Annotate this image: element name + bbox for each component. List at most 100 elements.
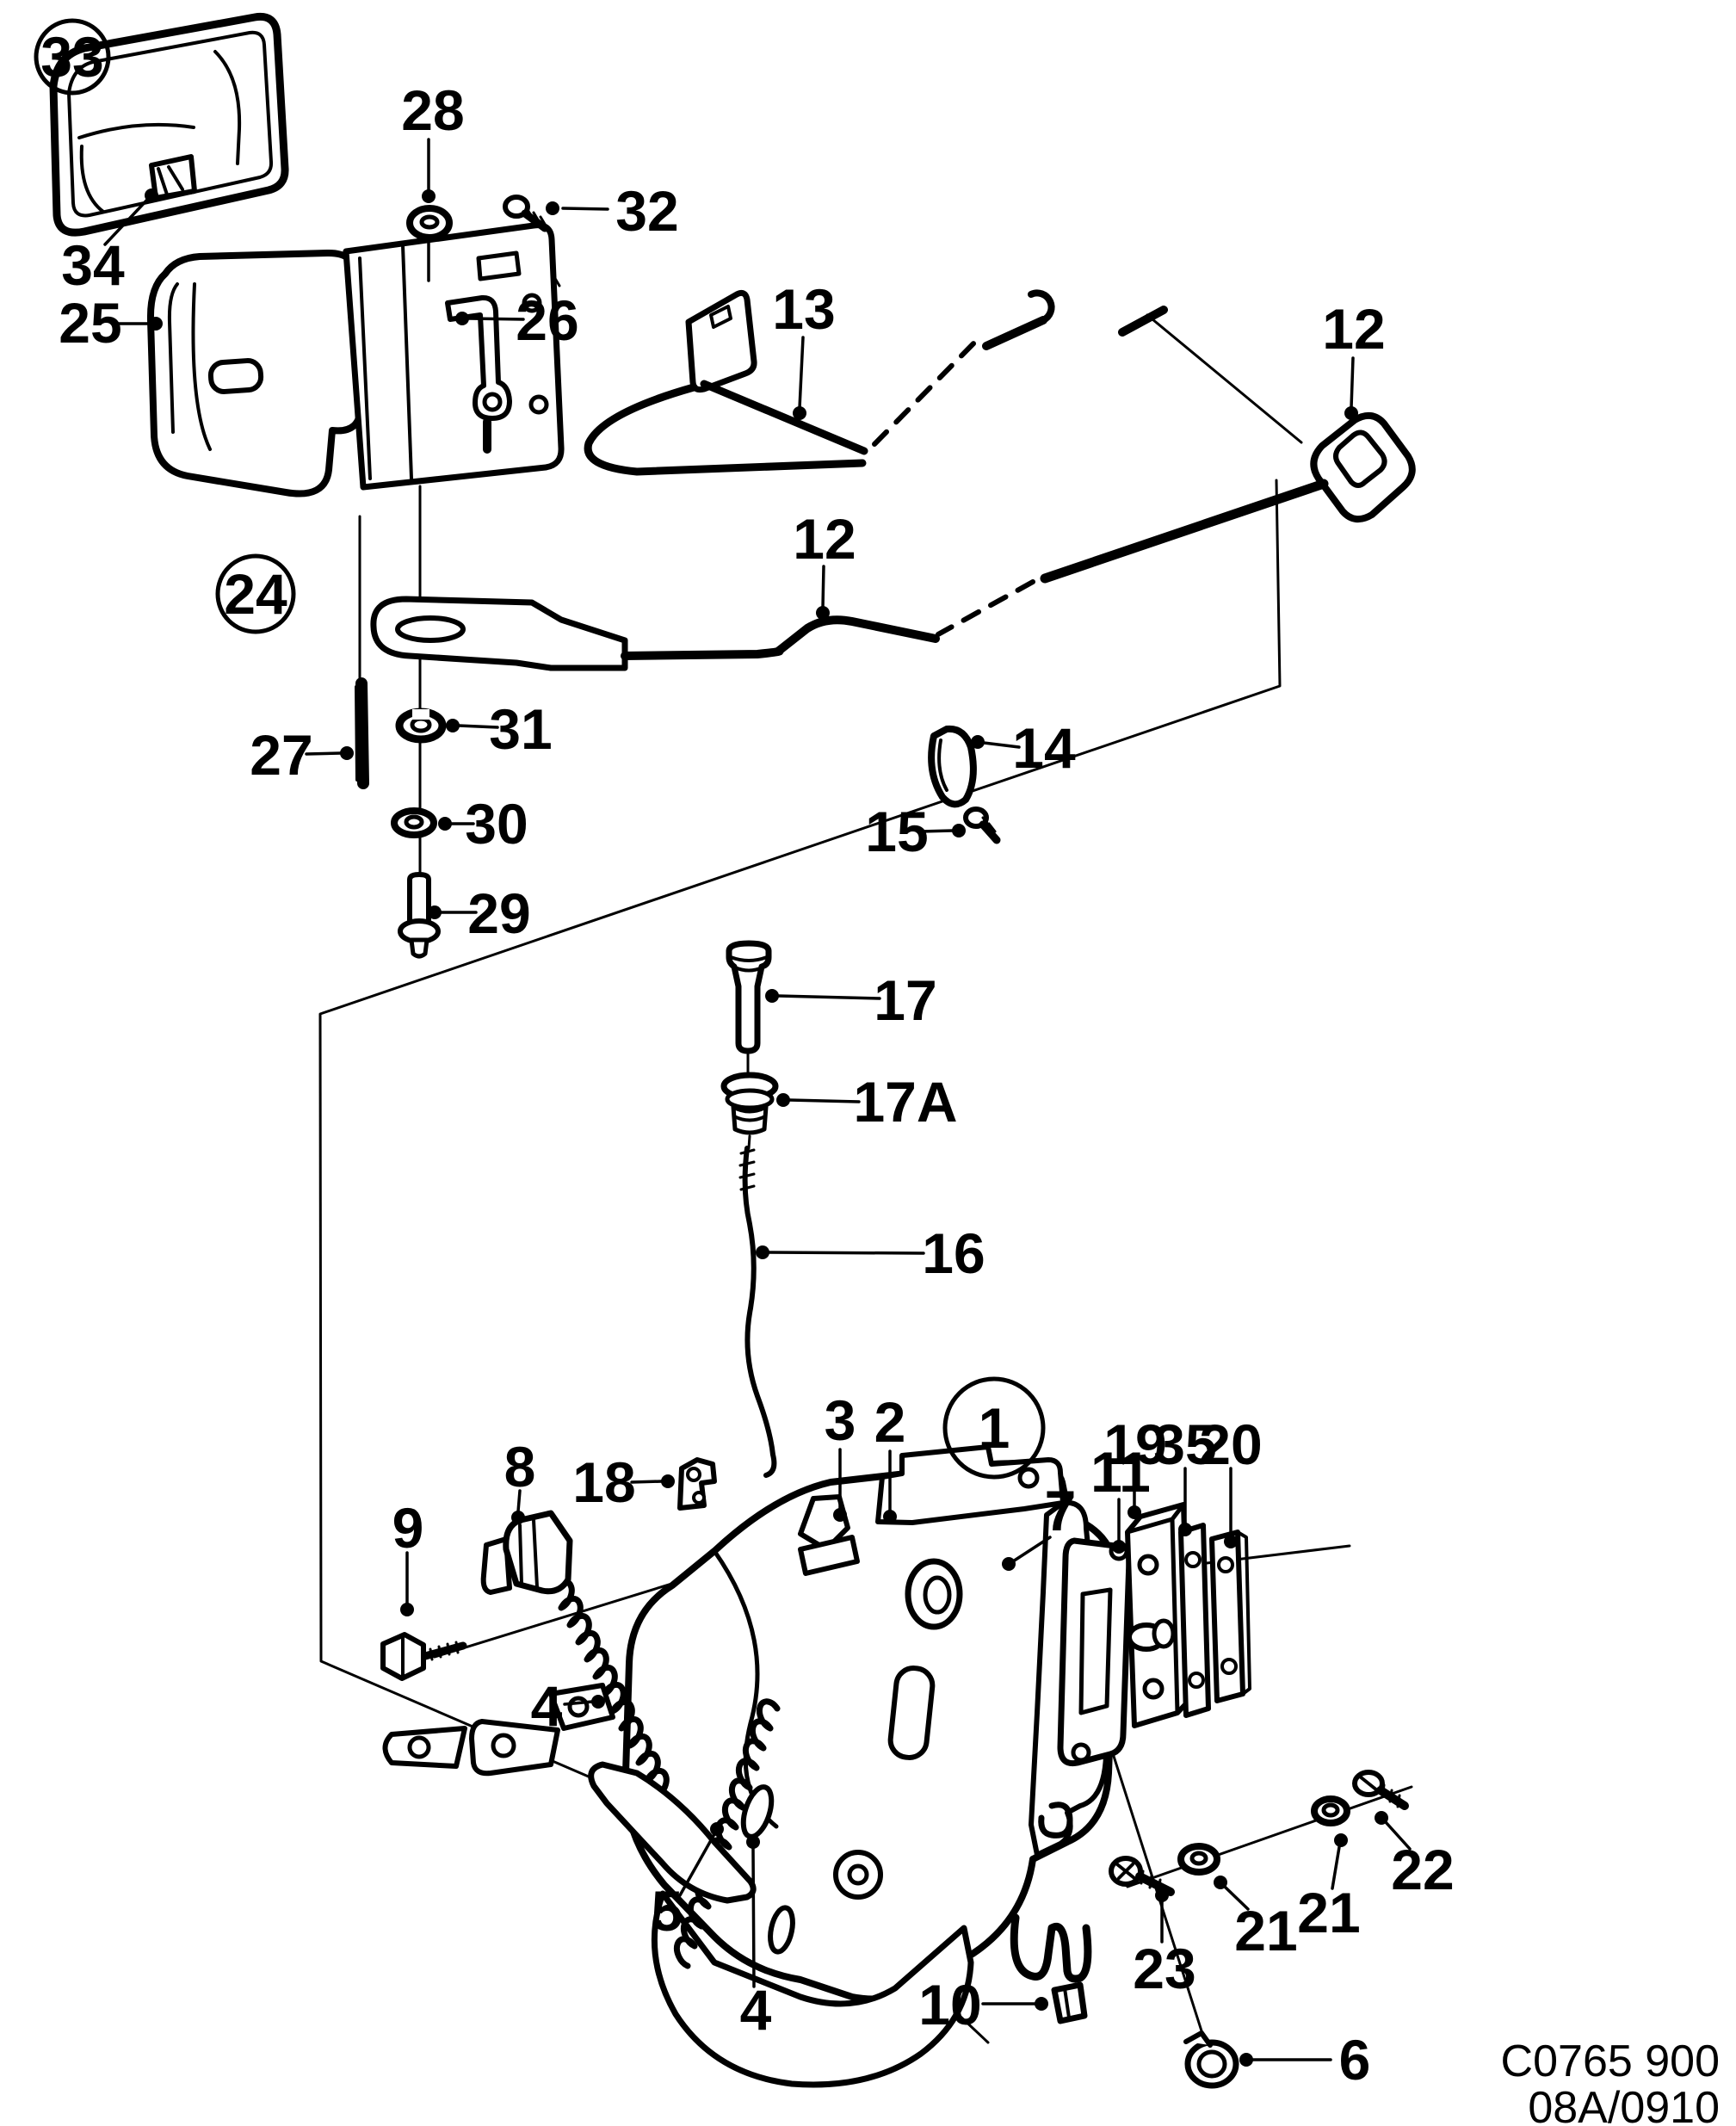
part-30-washer [391, 807, 437, 838]
leader-dot [883, 1510, 897, 1523]
leader-dot [400, 1603, 414, 1616]
leader-dot [1035, 1997, 1048, 2011]
part-number-label: 35 [1153, 1412, 1216, 1476]
callout-18: 18 [572, 1450, 675, 1514]
part-19-striker [1125, 1502, 1192, 1728]
leader-dot [1127, 1505, 1141, 1519]
part-10-clip-and-wedge [1010, 1913, 1092, 2024]
part-number-label: 3 [825, 1388, 856, 1452]
leader-dot [1239, 2053, 1253, 2067]
part-number-label: 32 [615, 179, 678, 243]
callout-circle [215, 553, 296, 634]
part-number-label: 2 [874, 1390, 906, 1454]
callout-33: 33 [34, 18, 111, 96]
part-23-screw [1109, 1856, 1175, 1896]
callout-3: 3 [825, 1388, 856, 1522]
part-number-label: 20 [1199, 1412, 1262, 1476]
callout-24: 24 [215, 553, 296, 634]
callout-circle [34, 18, 111, 96]
leader-line [1223, 1885, 1250, 1911]
part-number-label: 21 [1234, 1899, 1297, 1962]
leader-dot [511, 1511, 525, 1524]
callout-32: 32 [546, 179, 679, 243]
callout-21b: 21 [1297, 1833, 1361, 1944]
leader-dot [1155, 1888, 1169, 1902]
part-number-label: 27 [250, 723, 312, 787]
part-14-rod-clip [928, 725, 977, 808]
part-number-label: 1 [979, 1396, 1010, 1460]
leader-line [788, 1098, 861, 1103]
leader-dot [746, 1835, 760, 1849]
leader-line [1350, 356, 1355, 410]
part-15-screw [963, 807, 1001, 844]
callout-35: 35 [1153, 1412, 1217, 1536]
leader-dot [776, 1093, 790, 1107]
part-number-label: 29 [467, 881, 530, 945]
part-26-latch-lever-carrier [343, 222, 565, 491]
part-32-screw [503, 195, 549, 232]
leader-dot [145, 188, 158, 202]
leader-dot [591, 1695, 605, 1709]
callout-10: 10 [918, 1973, 1048, 2036]
part-number-label: 18 [572, 1450, 635, 1514]
part-number-label: 7 [1045, 1479, 1077, 1542]
part-number-label: 6 [1339, 2028, 1371, 2092]
leader-dot [1334, 1833, 1348, 1847]
callout-circle [942, 1376, 1046, 1480]
leader-line [1331, 1845, 1341, 1890]
part-number-label: 9 [392, 1496, 424, 1560]
leader-dot [661, 1474, 675, 1488]
part-number-label: 28 [401, 78, 464, 142]
callout-27: 27 [250, 723, 354, 787]
leader-dot [756, 1245, 769, 1259]
washer-gap [412, 709, 429, 720]
callout-17: 17 [765, 968, 937, 1032]
part-number-label: 30 [465, 792, 528, 856]
callout-1: 1 [942, 1376, 1046, 1480]
callout-11: 11 [1090, 1440, 1151, 1554]
part-8-buffer [480, 1510, 573, 1595]
leader-line [678, 1832, 716, 1897]
leader-line [821, 565, 825, 609]
leader-dot [816, 606, 830, 620]
leader-line [798, 336, 805, 410]
leader-dot [1375, 1811, 1388, 1825]
part-number-label: 21 [1297, 1881, 1360, 1944]
callout-31: 31 [446, 697, 553, 761]
part-number-label: 31 [489, 697, 552, 761]
callout-30: 30 [438, 792, 528, 856]
leader-dot [952, 824, 966, 837]
leader-line [103, 197, 150, 246]
part-number-label: 10 [918, 1973, 981, 2036]
callout-9: 9 [392, 1496, 424, 1616]
callout-16: 16 [756, 1221, 985, 1285]
part-number-label: 23 [1133, 1937, 1195, 2000]
part-number-label: 22 [1391, 1838, 1454, 1901]
part-18-bracket [677, 1457, 717, 1511]
part-35-shim [1178, 1523, 1211, 1718]
callout-17A: 17A [776, 1070, 958, 1134]
callout-14: 14 [971, 716, 1076, 780]
part-12-lock-rod [370, 289, 1416, 671]
part-number-label: 4 [531, 1674, 563, 1738]
leader-line [1384, 1820, 1412, 1851]
part-17-lock-knob [726, 940, 772, 1076]
part-number-label: 25 [59, 291, 121, 355]
leader-dot [1178, 1523, 1192, 1536]
leader-dot [428, 905, 442, 919]
part-number-label: 17A [853, 1070, 957, 1134]
leader-line [982, 741, 1021, 749]
callout-19: 19 [1103, 1412, 1167, 1519]
leader-dot [765, 989, 779, 1003]
callout-26: 26 [455, 288, 579, 352]
part-9-bolt [380, 1632, 467, 1681]
part-29-bush-pin [398, 872, 441, 959]
callout-12a: 12 [1322, 297, 1386, 420]
part-28-grommet [406, 205, 453, 241]
callout-25: 25 [59, 291, 163, 355]
part-number-label: 24 [224, 562, 287, 626]
leader-line [467, 317, 525, 321]
callout-29: 29 [428, 881, 531, 945]
